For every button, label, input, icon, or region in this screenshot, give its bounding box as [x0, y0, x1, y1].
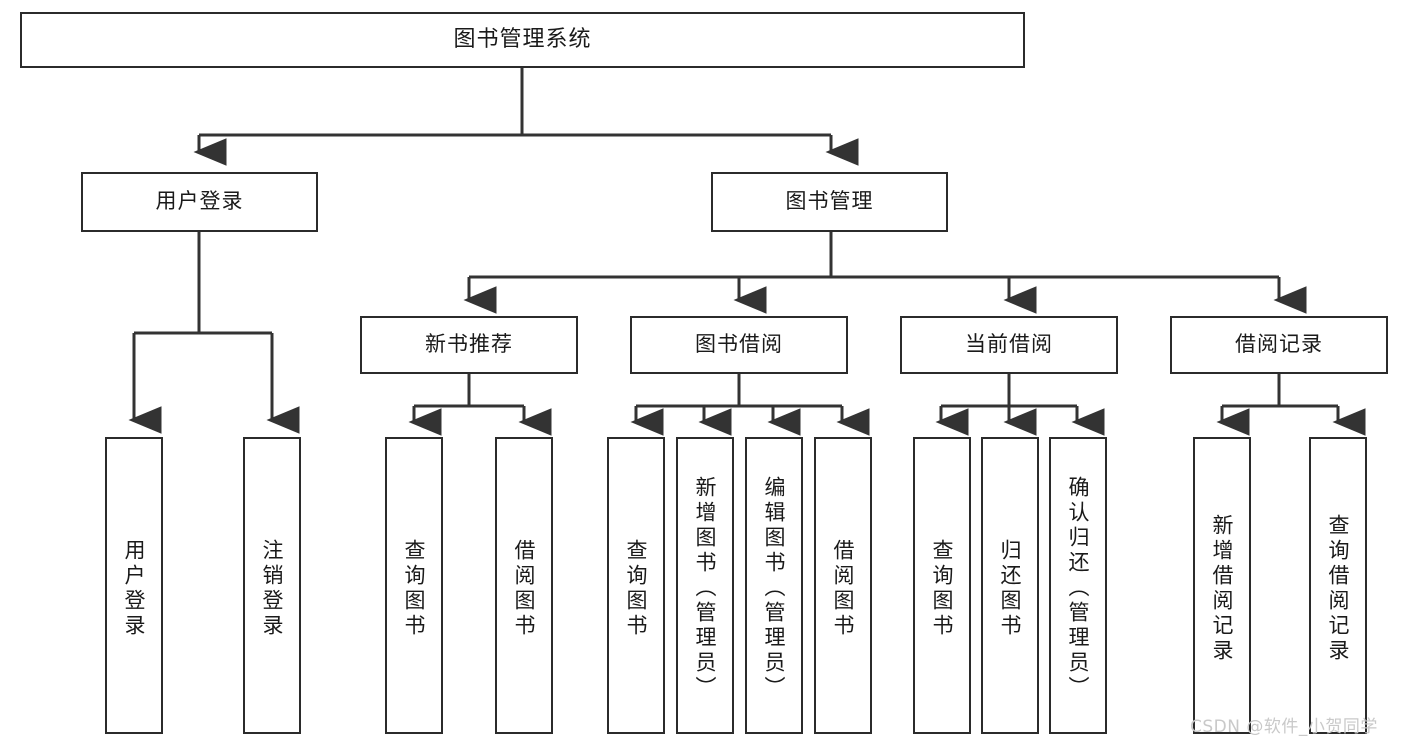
- node-label: 查询图书: [930, 538, 954, 639]
- node-leaf-user-logout[interactable]: 注销登录: [243, 437, 301, 734]
- node-borrow-record[interactable]: 借阅记录: [1170, 316, 1388, 374]
- node-label: 图书管理系统: [453, 26, 592, 52]
- node-label: 新增借阅记录: [1210, 513, 1234, 664]
- node-label: 编辑图书（管理员）: [762, 476, 786, 701]
- node-label: 图书管理: [785, 189, 874, 214]
- node-leaf-borrow-book-1[interactable]: 借阅图书: [495, 437, 553, 734]
- node-label: 用户登录: [155, 189, 244, 214]
- node-label: 当前借阅: [965, 332, 1053, 357]
- node-label: 归还图书: [998, 538, 1022, 639]
- node-label: 用户登录: [122, 538, 146, 639]
- node-label: 新书推荐: [425, 332, 513, 357]
- node-label: 借阅图书: [512, 538, 536, 639]
- node-label: 查询图书: [624, 538, 648, 639]
- node-book-borrow[interactable]: 图书借阅: [630, 316, 848, 374]
- node-new-book-rec[interactable]: 新书推荐: [360, 316, 578, 374]
- node-leaf-query-book-3[interactable]: 查询图书: [913, 437, 971, 734]
- node-label: 确认归还（管理员）: [1066, 476, 1090, 701]
- node-leaf-user-login[interactable]: 用户登录: [105, 437, 163, 734]
- node-label: 查询图书: [402, 538, 426, 639]
- node-label: 借阅记录: [1235, 332, 1323, 357]
- node-label: 图书借阅: [695, 332, 783, 357]
- node-user-login[interactable]: 用户登录: [81, 172, 318, 232]
- csdn-watermark: CSDN @软件_小贺同学: [1190, 717, 1378, 737]
- node-current-borrow[interactable]: 当前借阅: [900, 316, 1118, 374]
- node-leaf-edit-book[interactable]: 编辑图书（管理员）: [745, 437, 803, 734]
- node-label: 注销登录: [260, 538, 284, 639]
- node-leaf-query-record[interactable]: 查询借阅记录: [1309, 437, 1367, 734]
- node-leaf-return-book[interactable]: 归还图书: [981, 437, 1039, 734]
- node-leaf-add-record[interactable]: 新增借阅记录: [1193, 437, 1251, 734]
- node-leaf-add-book[interactable]: 新增图书（管理员）: [676, 437, 734, 734]
- node-label: 新增图书（管理员）: [693, 476, 717, 701]
- node-label: 借阅图书: [831, 538, 855, 639]
- node-leaf-borrow-book-2[interactable]: 借阅图书: [814, 437, 872, 734]
- node-root-system[interactable]: 图书管理系统: [20, 12, 1025, 68]
- node-leaf-query-book-1[interactable]: 查询图书: [385, 437, 443, 734]
- node-label: 查询借阅记录: [1326, 513, 1350, 664]
- node-book-manage[interactable]: 图书管理: [711, 172, 948, 232]
- node-leaf-confirm-return[interactable]: 确认归还（管理员）: [1049, 437, 1107, 734]
- node-leaf-query-book-2[interactable]: 查询图书: [607, 437, 665, 734]
